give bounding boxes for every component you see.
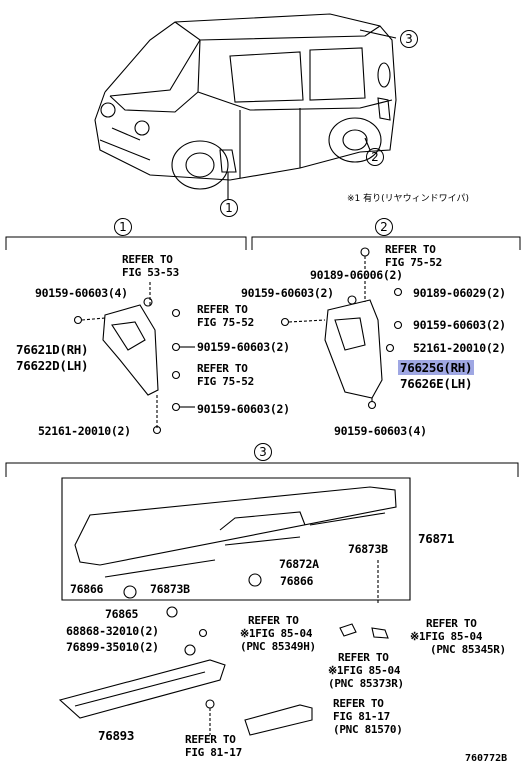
section3-lower-parts (58, 623, 389, 736)
s3-part-76872a: 76872A (279, 557, 319, 571)
figure-code: 760772B (465, 753, 508, 764)
s3-refer-85345r: REFER TO ※1FIG 85-04 (PNC 85345R) (410, 617, 506, 656)
s3-refer-85373r: REFER TO ※1FIG 85-04 (PNC 85373R) (328, 651, 404, 690)
s3-part-76871: 76871 (418, 531, 455, 546)
s3-refer-81570: REFER TO FIG 81-17 (PNC 81570) (333, 697, 403, 736)
s3-part-76873b-r: 76873B (348, 542, 388, 556)
callout-2-car: 2 (366, 148, 384, 166)
s2-part-76626e: 76626E(LH) (400, 376, 473, 391)
callout-1-section: 1 (114, 218, 132, 236)
callout-2-section: 2 (375, 218, 393, 236)
callout-1-car: 1 (220, 199, 238, 217)
callout-3-car: 3 (400, 30, 418, 48)
note-rear-wiper: ※1 有り(リヤウィンドワイパ) (347, 194, 469, 204)
s2-part-90159-4: 90159-60603(4) (334, 424, 427, 438)
s2-part-52161: 52161-20010(2) (413, 341, 506, 355)
s3-part-76866-l: 76866 (70, 582, 104, 596)
s3-part-68868: 68868-32010(2) (66, 624, 159, 638)
s3-refer-85349h: REFER TO ※1FIG 85-04 (PNC 85349H) (240, 614, 316, 653)
s2-part-90159-2a: 90159-60603(2) (241, 286, 334, 300)
s3-part-76866-r: 76866 (280, 574, 314, 588)
s2-part-90189-06029: 90189-06029(2) (413, 286, 506, 300)
section-brackets (5, 236, 521, 477)
s3-part-76893: 76893 (98, 728, 135, 743)
section2-mudguard (280, 247, 403, 410)
s1-part-90159-2b: 90159-60603(2) (197, 402, 290, 416)
s1-part-90159-4: 90159-60603(4) (35, 286, 128, 300)
s1-part-52161: 52161-20010(2) (38, 424, 131, 438)
section3-bracket-box (61, 477, 411, 601)
s3-part-76899: 76899-35010(2) (66, 640, 159, 654)
vehicle-illustration (94, 13, 397, 200)
s1-part-76621d: 76621D(RH) (16, 342, 89, 357)
s2-part-76625g: 76625G(RH) (398, 360, 475, 375)
s1-part-76622d: 76622D(LH) (16, 358, 89, 373)
s2-part-90189-06006: 90189-06006(2) (310, 268, 403, 282)
s2-part-90159-2b: 90159-60603(2) (413, 318, 506, 332)
section3-garnish (74, 486, 397, 656)
callout-3-section: 3 (254, 443, 272, 461)
s3-part-76873b-l: 76873B (150, 582, 190, 596)
s3-part-76865: 76865 (105, 607, 139, 621)
s3-refer-8117: REFER TO FIG 81-17 (185, 733, 242, 759)
s1-part-90159-2a: 90159-60603(2) (197, 340, 290, 354)
section1-mudguard (73, 280, 195, 435)
